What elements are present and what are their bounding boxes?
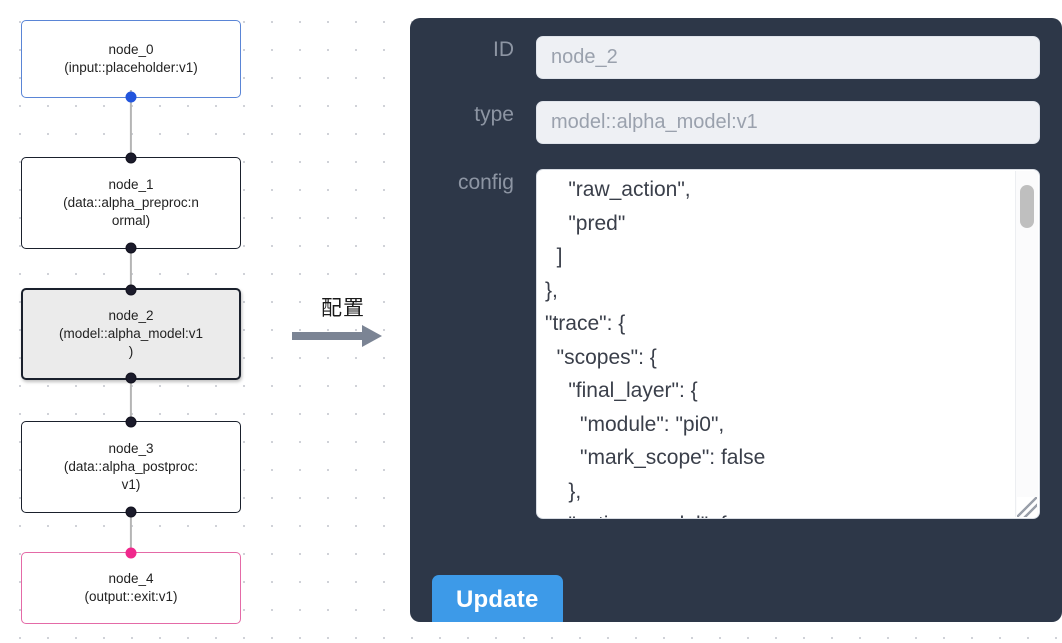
flow-node-node_1[interactable]: node_1 (data::alpha_preproc:n ormal) bbox=[21, 152, 241, 254]
node-label-type: (data::alpha_preproc:n bbox=[63, 195, 199, 210]
node-label-type-cont: ) bbox=[128, 344, 134, 359]
flow-node-node_2[interactable]: node_2 (model::alpha_model:v1 ) bbox=[21, 284, 241, 384]
node-handle-target[interactable] bbox=[125, 547, 137, 559]
annotation-label: 配置 bbox=[321, 297, 365, 320]
node-handle-target[interactable] bbox=[125, 284, 137, 296]
node-label-name: node_1 bbox=[108, 177, 154, 192]
config-textarea[interactable]: "raw_action", "pred" ] }, "trace": { "sc… bbox=[536, 169, 1040, 519]
node-label-type-cont: v1) bbox=[121, 477, 141, 492]
config-scrollbar[interactable] bbox=[1015, 171, 1038, 517]
arrow-head bbox=[362, 325, 382, 347]
node-label-name: node_2 bbox=[108, 308, 154, 323]
edge-node0-node1 bbox=[129, 90, 133, 162]
node-handle-source[interactable] bbox=[125, 242, 137, 254]
node-config-panel: ID node_2 type model::alpha_model:v1 con… bbox=[410, 18, 1062, 622]
config-scrollbar-thumb[interactable] bbox=[1020, 185, 1034, 228]
node-label-name: node_0 bbox=[108, 42, 154, 57]
node-label-type-cont: ormal) bbox=[111, 213, 151, 228]
type-input[interactable]: model::alpha_model:v1 bbox=[536, 101, 1040, 144]
node-label-type: (input::placeholder:v1) bbox=[64, 60, 198, 75]
node-label-type: (output::exit:v1) bbox=[84, 589, 178, 604]
node-handle-source[interactable] bbox=[125, 506, 137, 518]
flow-node-node_4[interactable]: node_4 (output::exit:v1) bbox=[21, 547, 241, 624]
field-row-type: type model::alpha_model:v1 bbox=[410, 101, 1062, 144]
field-row-config: config "raw_action", "pred" ] }, "trace"… bbox=[410, 169, 1062, 519]
arrow-shaft bbox=[292, 332, 366, 340]
edge-node1-node2 bbox=[129, 245, 133, 293]
id-field-label: ID bbox=[493, 38, 514, 61]
node-handle-target[interactable] bbox=[125, 152, 137, 164]
update-button[interactable]: Update bbox=[432, 575, 563, 622]
node-handle-source[interactable] bbox=[125, 91, 137, 103]
annotation-group: 配置 bbox=[288, 296, 398, 347]
node-label-name: node_3 bbox=[108, 441, 154, 456]
field-row-id: ID node_2 bbox=[410, 36, 1062, 79]
id-input[interactable]: node_2 bbox=[536, 36, 1040, 79]
type-field-label: type bbox=[474, 103, 514, 126]
flow-node-node_0[interactable]: node_0 (input::placeholder:v1) bbox=[21, 20, 241, 103]
right-arrow-icon bbox=[288, 325, 398, 347]
edge-node3-node4 bbox=[129, 509, 133, 557]
config-field-label: config bbox=[457, 171, 514, 194]
flow-node-node_3[interactable]: node_3 (data::alpha_postproc: v1) bbox=[21, 416, 241, 518]
edge-node2-node3 bbox=[129, 376, 133, 426]
node-label-type: (data::alpha_postproc: bbox=[63, 459, 199, 474]
config-textarea-content[interactable]: "raw_action", "pred" ] }, "trace": { "sc… bbox=[545, 178, 766, 518]
node-handle-target[interactable] bbox=[125, 416, 137, 428]
node-label-name: node_4 bbox=[108, 571, 154, 586]
textarea-resize-handle[interactable] bbox=[1017, 497, 1037, 517]
node-handle-source[interactable] bbox=[125, 372, 137, 384]
node-label-type: (model::alpha_model:v1 bbox=[58, 326, 204, 341]
